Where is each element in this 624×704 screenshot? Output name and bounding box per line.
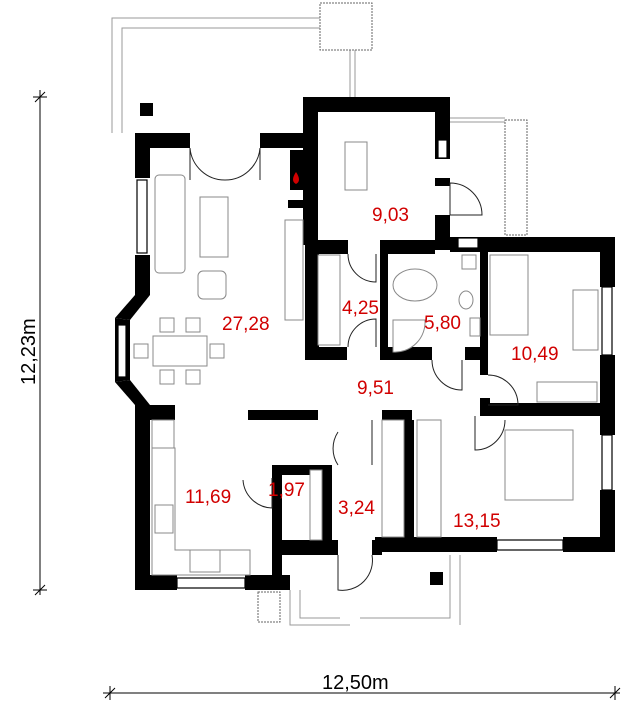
bathtub [392, 268, 438, 302]
width-dimension-label: 12,50m [322, 672, 389, 694]
room-area-labels: 9,03 27,28 4,25 5,80 10,49 9,51 11,69 1,… [185, 205, 559, 532]
room-area-pantry: 1,97 [268, 480, 305, 501]
sink [469, 317, 481, 337]
dimension-height: 12,23m [18, 90, 47, 596]
armchair [197, 270, 227, 300]
wardrobe [416, 419, 442, 538]
room-area-hallway: 9,51 [357, 378, 394, 399]
wardrobe [317, 254, 341, 346]
window [457, 237, 479, 249]
window [437, 139, 448, 159]
sofa [154, 174, 186, 274]
desk [344, 141, 368, 191]
dining-table [152, 335, 208, 367]
window [136, 179, 148, 254]
room-area-kitchen: 11,69 [185, 487, 231, 508]
kitchen-sink [189, 549, 221, 573]
room-area-living: 27,28 [222, 314, 270, 335]
bed [489, 254, 529, 336]
room-area-study: 9,03 [372, 205, 409, 226]
hob [154, 504, 174, 534]
coffee-table [199, 196, 229, 258]
doors [189, 147, 519, 591]
room-area-entrance: 3,24 [338, 498, 375, 519]
shrub [257, 591, 281, 623]
desk [572, 289, 599, 351]
room-area-storage: 4,25 [342, 298, 379, 319]
toilet [458, 290, 474, 310]
room-area-bathroom: 5,80 [424, 313, 461, 334]
wardrobe [381, 419, 405, 538]
fridge [151, 419, 175, 449]
dimension-width: 12,50m [103, 672, 621, 700]
window [601, 434, 613, 491]
sideboard [284, 219, 304, 321]
window [496, 539, 564, 551]
height-dimension-label: 12,23m [18, 318, 40, 385]
shower [392, 319, 426, 353]
hedge [504, 119, 528, 236]
pillar [430, 572, 443, 585]
fireplace-icon [293, 172, 299, 184]
room-area-bedroom-main: 13,15 [453, 511, 501, 532]
wardrobe [536, 381, 598, 403]
shelf [309, 469, 323, 541]
walls [135, 97, 615, 590]
double-bed [504, 429, 574, 501]
room-area-bedroom-small: 10,49 [511, 344, 559, 365]
terrace-outline [111, 2, 528, 626]
window [601, 286, 613, 356]
furniture [133, 141, 599, 576]
pillar [140, 103, 153, 116]
bay-window [115, 295, 150, 405]
planter [319, 2, 373, 51]
window [176, 577, 246, 589]
windows [136, 139, 613, 589]
